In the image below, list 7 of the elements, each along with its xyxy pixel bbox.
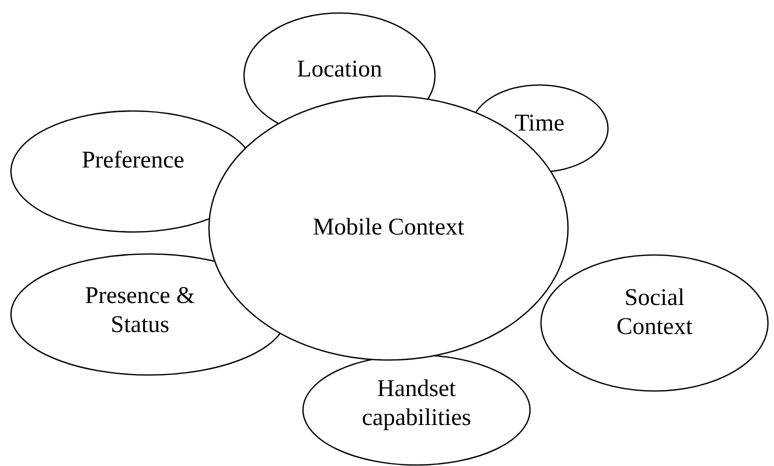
- node-label: Preference: [80, 146, 186, 175]
- node-label: Location: [296, 55, 384, 84]
- node-label: Presence & Status: [84, 282, 196, 340]
- node-label: Mobile Context: [312, 214, 466, 242]
- node-label: Handset capabilities: [360, 375, 472, 433]
- node-label: Time: [514, 109, 566, 138]
- node-label: Social Context: [616, 284, 694, 342]
